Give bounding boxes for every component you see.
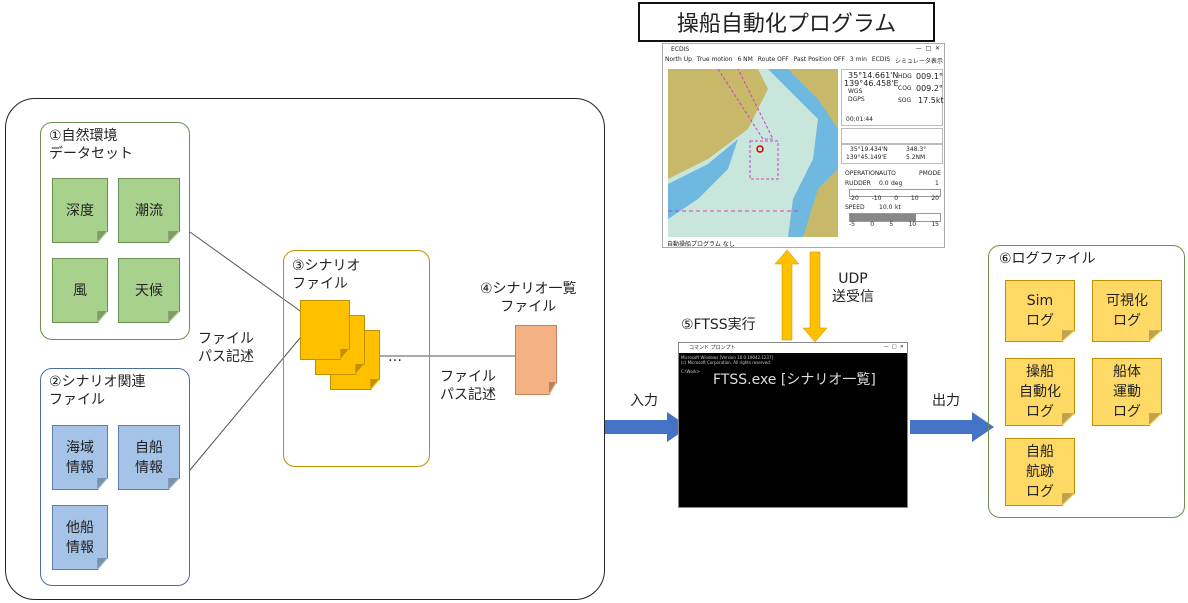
box1-title: ①自然環境 データセット bbox=[49, 128, 133, 162]
speed-bar bbox=[849, 213, 941, 222]
nav-panel: 35°14.661'N 139°46.458'E WGS DGPS 00:01:… bbox=[841, 69, 944, 126]
doc-visualization-log: 可視化 ログ bbox=[1092, 280, 1162, 342]
time: 00:01:44 bbox=[846, 116, 873, 123]
rudder-unit: deg bbox=[891, 180, 903, 187]
scenario-related-files-box: ②シナリオ関連 ファイル bbox=[40, 368, 190, 586]
output-label: 出力 bbox=[932, 393, 960, 409]
doc-current: 潮流 bbox=[118, 178, 180, 243]
ecdis-toolbar: North Up True motion 6 NM Route OFF Past… bbox=[665, 56, 943, 65]
console-line1: Microsoft Windows [Version 10.0.19042.12… bbox=[681, 355, 774, 360]
tb-7[interactable]: シミュレータ表示 bbox=[895, 58, 943, 65]
sog-label: SOG bbox=[898, 97, 912, 104]
ftss-label: ⑤FTSS実行 bbox=[681, 317, 756, 333]
rudder-ticks: -20 -10 0 10 20 bbox=[849, 195, 939, 202]
sog: 17.5kt bbox=[918, 96, 944, 105]
doc-hull-motion-log: 船体 運動 ログ bbox=[1092, 358, 1162, 426]
scenario-list-file-label: ④シナリオ一覧 ファイル bbox=[480, 281, 577, 315]
doc-weather: 天候 bbox=[118, 258, 180, 323]
doc-auto-maneuver-log: 操船 自動化 ログ bbox=[1005, 358, 1075, 426]
console-title: コマンド プロンプト bbox=[689, 345, 736, 351]
cursor-lon: 139°45.149'E bbox=[846, 154, 887, 161]
output-arrow-icon bbox=[910, 412, 994, 442]
tb-2[interactable]: 6 NM bbox=[737, 56, 753, 63]
tick: 10 bbox=[908, 221, 917, 228]
tb-3[interactable]: Route OFF bbox=[757, 56, 789, 63]
doc-own-track-log: 自船 航跡 ログ bbox=[1005, 438, 1075, 506]
tick: 10 bbox=[910, 195, 919, 202]
pmode-label: PMODE bbox=[919, 170, 941, 177]
hdg: 009.1° bbox=[916, 72, 943, 81]
console-line2: (c) Microsoft Corporation. All rights re… bbox=[681, 360, 772, 365]
doc-sea-area-info: 海域 情報 bbox=[52, 425, 108, 490]
ecdis-title: ECDIS bbox=[671, 46, 690, 53]
filepath-label-1: ファイル パス記述 bbox=[198, 331, 254, 365]
doc-depth: 深度 bbox=[52, 178, 108, 243]
hdg-label: HDG bbox=[898, 73, 912, 80]
tb-6[interactable]: ECDIS bbox=[871, 56, 891, 63]
speed-unit: kt bbox=[895, 204, 901, 211]
scenario-list-doc bbox=[515, 325, 557, 395]
pmode-value: 1 bbox=[935, 180, 939, 187]
console-window-controls[interactable]: — □ ✕ bbox=[883, 344, 904, 350]
box2-title: ②シナリオ関連 ファイル bbox=[49, 374, 146, 408]
tick: 0 bbox=[894, 195, 899, 202]
rudder-value: 0.0 bbox=[879, 180, 889, 187]
scenario-doc-1 bbox=[300, 300, 350, 360]
tb-0[interactable]: North Up bbox=[665, 56, 692, 63]
status-bar: 自動操船プログラム なし bbox=[667, 241, 735, 248]
main-container bbox=[5, 98, 605, 600]
tb-5[interactable]: 3 min bbox=[849, 56, 867, 63]
box6-title: ⑥ログファイル bbox=[999, 251, 1096, 267]
console-window: コマンド プロンプト — □ ✕ Microsoft Windows [Vers… bbox=[678, 342, 908, 508]
program-title: 操船自動化プログラム bbox=[638, 2, 935, 42]
speed-label: SPEED bbox=[845, 204, 865, 211]
cog: 009.2° bbox=[916, 84, 943, 93]
input-label: 入力 bbox=[630, 393, 658, 409]
operation-label: OPERATION bbox=[845, 170, 880, 177]
console-command[interactable]: FTSS.exe [シナリオ一覧] bbox=[713, 372, 876, 388]
cursor-panel: 35°19.434'N 139°45.149'E 348.3° 5.2NM bbox=[841, 144, 943, 164]
program-title-text: 操船自動化プログラム bbox=[676, 12, 897, 37]
tick: 20 bbox=[931, 195, 939, 202]
bearing: 348.3° bbox=[906, 146, 927, 153]
natural-env-dataset-box: ①自然環境 データセット bbox=[40, 122, 190, 340]
box3-title: ③シナリオ ファイル bbox=[292, 258, 361, 292]
udp-arrows-icon bbox=[775, 250, 828, 342]
tick: 5 bbox=[889, 221, 894, 228]
doc-own-ship-info: 自船 情報 bbox=[118, 425, 180, 490]
datum: WGS bbox=[848, 88, 863, 95]
tick: -20 bbox=[849, 195, 859, 202]
doc-sim-log: Sim ログ bbox=[1005, 280, 1075, 342]
lat: 35°14.661'N bbox=[848, 71, 899, 80]
ellipsis: … bbox=[388, 349, 402, 365]
rudder-label: RUDDER bbox=[845, 180, 871, 187]
ecdis-window: ECDIS — □ ✕ North Up True motion 6 NM Ro… bbox=[662, 43, 945, 248]
input-arrow-icon bbox=[605, 412, 689, 442]
operation-mode: AUTO bbox=[879, 170, 896, 177]
speed-value: 10.0 bbox=[879, 204, 893, 211]
chart-map[interactable] bbox=[668, 69, 838, 237]
cog-label: COG bbox=[898, 85, 912, 92]
udp-label: UDP 送受信 bbox=[832, 271, 874, 305]
filepath-label-2: ファイル パス記述 bbox=[440, 369, 496, 403]
tick: -10 bbox=[871, 195, 882, 202]
doc-wind: 風 bbox=[52, 258, 108, 323]
dgps: DGPS bbox=[848, 96, 865, 103]
cursor-lat: 35°19.434'N bbox=[850, 146, 888, 153]
distance: 5.2NM bbox=[906, 154, 926, 161]
tb-4[interactable]: Past Position OFF bbox=[793, 56, 845, 63]
log-files-box: ⑥ログファイル bbox=[988, 245, 1185, 518]
tick: -5 bbox=[849, 221, 855, 228]
speed-ticks: -5 0 5 10 15 bbox=[849, 221, 939, 228]
scenario-file-box: ③シナリオ ファイル bbox=[283, 250, 430, 467]
window-controls[interactable]: — □ ✕ bbox=[915, 45, 940, 52]
doc-other-ship-info: 他船 情報 bbox=[52, 505, 108, 570]
rudder-bar bbox=[849, 189, 941, 197]
tb-1[interactable]: True motion bbox=[696, 56, 733, 63]
empty-panel bbox=[841, 128, 943, 144]
console-prompt: C:\Work> bbox=[681, 369, 700, 374]
tick: 0 bbox=[870, 221, 875, 228]
lon: 139°46.458'E bbox=[844, 79, 899, 88]
tick: 15 bbox=[931, 221, 939, 228]
